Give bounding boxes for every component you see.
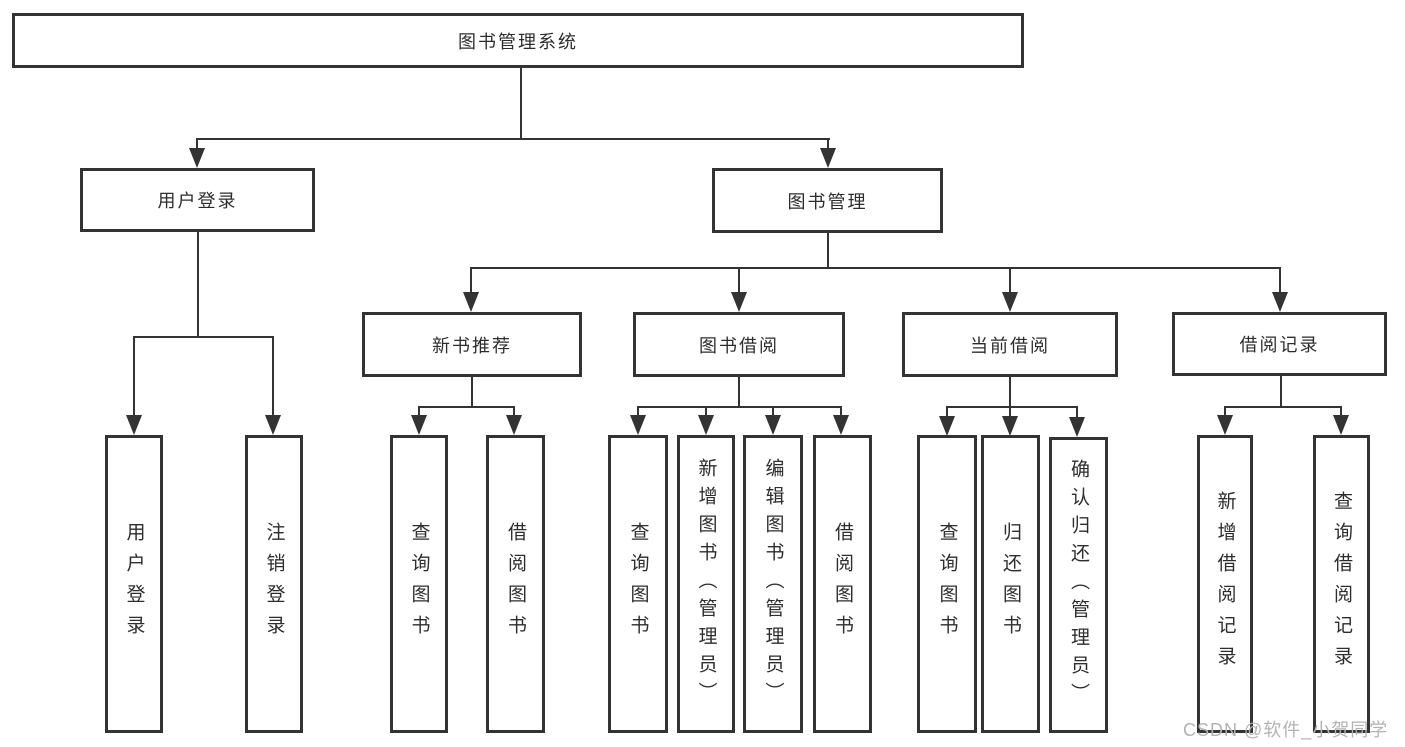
node-current-borrowing-label: 当前借阅 [970,335,1050,356]
connector-user-login-rail [133,336,274,338]
leaf-edit-book-admin: 编辑图书（管理员） [743,435,803,733]
arrow-to-book-management [820,138,836,168]
arrow-to-new-book-recommend [463,267,479,312]
leaf-add-borrow-record-label: 新增借阅记录 [1214,491,1236,677]
connector-current-borrowing-rail [946,406,1078,408]
connector-book-borrowing-rail [637,406,842,408]
leaf-confirm-return-admin-label: 确认归还（管理员） [1068,459,1089,711]
arrow-to-return-book [1002,406,1018,436]
leaf-edit-book-admin-label: 编辑图书（管理员） [762,458,784,710]
arrow-to-query-books-1 [411,406,427,435]
arrow-to-add-book [698,406,714,435]
node-root-label: 图书管理系统 [458,31,578,52]
arrow-to-borrow-books-2 [833,406,849,435]
node-new-book-recommend: 新书推荐 [362,312,582,377]
leaf-user-login: 用户登录 [105,435,163,733]
arrow-to-confirm-return [1069,406,1085,437]
leaf-borrow-books-2-label: 借阅图书 [832,522,853,646]
arrow-to-edit-book [765,406,781,435]
leaf-query-books-1-label: 查询图书 [408,522,430,646]
arrow-to-leaf-logout [265,336,281,435]
leaf-query-borrow-record-label: 查询借阅记录 [1331,491,1352,677]
node-book-management-label: 图书管理 [787,191,868,212]
arrow-to-leaf-user-login [126,336,142,435]
connector-user-login-stem [197,232,199,336]
connector-root-rail [197,138,830,140]
watermark: CSDN @软件_小贺同学 [1183,720,1389,740]
leaf-add-book-admin: 新增图书（管理员） [677,435,735,733]
leaf-return-book: 归还图书 [981,435,1040,733]
node-root-system: 图书管理系统 [12,13,1024,68]
leaf-logout-label: 注销登录 [263,522,285,646]
connector-borrow-records-stem [1280,376,1282,406]
connector-book-borrowing-stem [738,377,740,406]
node-borrow-records: 借阅记录 [1172,312,1387,376]
arrow-to-borrow-books-1 [506,406,522,435]
arrow-to-query-books-2 [630,406,646,435]
leaf-query-books-2-label: 查询图书 [627,522,649,646]
arrow-to-current-borrowing [1002,267,1018,312]
arrow-to-query-books-3 [939,406,955,436]
node-new-book-recommend-label: 新书推荐 [432,335,512,356]
leaf-query-borrow-record: 查询借阅记录 [1313,435,1370,733]
leaf-query-books-3-label: 查询图书 [936,522,958,646]
node-book-management: 图书管理 [712,168,943,233]
arrow-to-query-borrow-record [1333,406,1349,435]
leaf-borrow-books-1: 借阅图书 [486,435,545,733]
connector-root-stem [520,68,522,140]
leaf-user-login-label: 用户登录 [123,522,145,646]
node-user-login-label: 用户登录 [157,191,238,211]
leaf-add-borrow-record: 新增借阅记录 [1197,435,1253,733]
leaf-logout: 注销登录 [245,435,303,733]
node-book-borrowing: 图书借阅 [633,312,845,377]
node-book-borrowing-label: 图书借阅 [699,335,779,356]
arrow-to-borrow-records [1272,267,1288,312]
leaf-query-books-2: 查询图书 [608,435,668,733]
leaf-query-books-3: 查询图书 [917,435,977,733]
arrow-to-book-borrowing [731,267,747,312]
node-user-login: 用户登录 [80,168,315,232]
leaf-return-book-label: 归还图书 [1000,522,1021,646]
node-borrow-records-label: 借阅记录 [1239,335,1320,355]
connector-current-borrowing-stem [1009,377,1011,406]
leaf-confirm-return-admin: 确认归还（管理员） [1049,437,1108,733]
connector-new-book-stem [471,377,473,406]
leaf-query-books-1: 查询图书 [390,435,448,733]
leaf-borrow-books-1-label: 借阅图书 [505,522,526,646]
node-current-borrowing: 当前借阅 [902,312,1118,377]
connector-book-mgmt-rail [470,267,1281,269]
arrow-to-user-login [189,138,205,168]
leaf-borrow-books-2: 借阅图书 [813,435,872,733]
connector-borrow-records-rail [1224,406,1342,408]
leaf-add-book-admin-label: 新增图书（管理员） [695,458,717,710]
arrow-to-add-borrow-record [1217,406,1233,435]
connector-book-mgmt-stem [827,233,829,267]
connector-new-book-rail [418,406,515,408]
